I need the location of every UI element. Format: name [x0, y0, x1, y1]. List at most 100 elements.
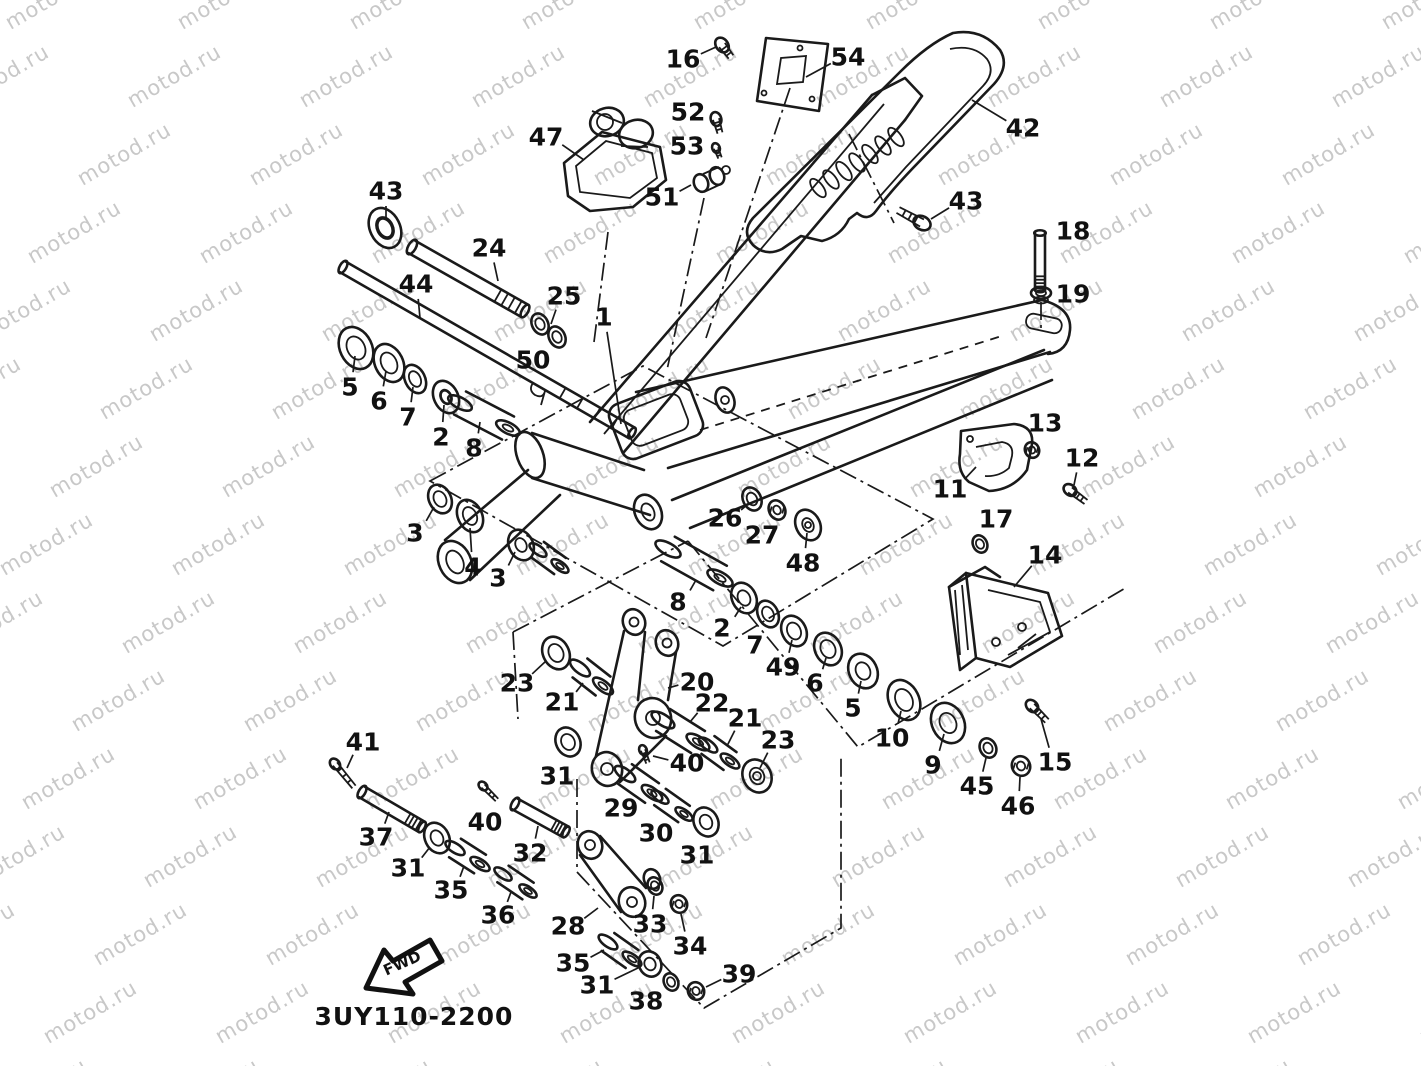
part-callout-43: 43 [930, 187, 984, 220]
part-number: 31 [580, 971, 615, 1000]
part-number: 4 [464, 553, 481, 582]
part-number: 28 [551, 912, 586, 941]
part-number: 8 [669, 588, 686, 617]
part-callout-32: 32 [513, 825, 548, 868]
part-callout-17: 17 [979, 505, 1014, 534]
part-callout-54: 54 [805, 43, 866, 78]
part-callout-20: 20 [667, 668, 715, 697]
part-callout-42: 42 [971, 99, 1041, 143]
small-parts [328, 36, 1089, 1002]
part-callout-6: 6 [370, 370, 388, 416]
part-callout-29: 29 [604, 794, 639, 823]
part-callout-44: 44 [399, 270, 434, 319]
part-number: 26 [708, 504, 743, 533]
part-number: 42 [1006, 114, 1041, 143]
chain-tensioner-bracket [958, 422, 1034, 493]
part-number: 27 [745, 521, 780, 550]
part-callout-24: 24 [472, 234, 507, 282]
part-number: 44 [399, 270, 434, 299]
part-callout-7: 7 [746, 631, 763, 660]
part-callout-16: 16 [666, 45, 717, 74]
part-number: 12 [1065, 444, 1100, 473]
shock-mount-bracket [562, 106, 668, 213]
part-callout-23: 23 [759, 726, 796, 769]
part-number: 23 [761, 726, 796, 755]
part-callout-11: 11 [933, 466, 977, 504]
part-number: 3 [489, 564, 506, 593]
part-number: 7 [746, 631, 763, 660]
part-number: 43 [369, 177, 404, 206]
part-number: 16 [666, 45, 701, 74]
part-number: 8 [465, 434, 482, 463]
part-number: 32 [513, 839, 548, 868]
part-callout-40: 40 [652, 749, 705, 778]
swingarm-body [436, 76, 1072, 585]
part-number: 33 [633, 910, 668, 939]
part-callout-39: 39 [705, 960, 757, 989]
part-callout-41: 41 [346, 728, 381, 769]
part-callout-8: 8 [465, 421, 483, 463]
part-callout-6: 6 [806, 657, 827, 698]
part-callout-3: 3 [406, 506, 435, 548]
relay-arm [590, 607, 680, 788]
part-number: 52 [671, 98, 706, 127]
part-callout-21: 21 [726, 704, 762, 747]
part-callout-31: 31 [580, 966, 641, 1000]
part-number: 11 [933, 475, 968, 504]
part-callout-10: 10 [875, 710, 909, 753]
part-number: 31 [540, 762, 575, 791]
part-callout-18: 18 [1056, 217, 1091, 246]
part-callout-5: 5 [341, 355, 359, 402]
chain-guard [745, 30, 1006, 254]
part-callout-5: 5 [844, 680, 862, 723]
part-number: 24 [472, 234, 507, 263]
part-number: 37 [359, 823, 394, 852]
part-callout-36: 36 [481, 891, 515, 930]
part-number: 19 [1056, 280, 1091, 309]
part-number: 2 [432, 423, 449, 452]
part-callout-34: 34 [673, 913, 707, 961]
part-number: 23 [500, 669, 535, 698]
part-number: 39 [722, 960, 757, 989]
part-callout-19: 19 [1056, 280, 1091, 309]
part-number: 38 [629, 987, 664, 1016]
part-callout-2: 2 [432, 404, 450, 452]
part-callout-23: 23 [500, 660, 547, 698]
part-callout-43: 43 [369, 177, 404, 219]
part-callout-7: 7 [399, 386, 417, 432]
part-callout-38: 38 [629, 987, 664, 1016]
part-callout-31: 31 [680, 841, 715, 870]
part-number: 15 [1038, 748, 1073, 777]
part-number: 41 [346, 728, 381, 757]
grease-fitting [692, 165, 731, 194]
part-callout-33: 33 [633, 895, 668, 939]
part-callout-27: 27 [745, 521, 780, 550]
part-number: 3 [406, 519, 423, 548]
part-number: 5 [844, 694, 861, 723]
part-number: 17 [979, 505, 1014, 534]
part-callout-2: 2 [713, 606, 742, 643]
part-callout-28: 28 [551, 907, 599, 941]
fwd-arrow: FWD [363, 937, 445, 997]
part-number: 18 [1056, 217, 1091, 246]
part-number: 1 [595, 303, 612, 332]
part-number: 46 [1001, 792, 1036, 821]
part-number: 51 [645, 183, 680, 212]
mud-plate [755, 36, 830, 113]
part-number: 40 [670, 749, 705, 778]
part-callout-37: 37 [359, 811, 394, 852]
part-callout-30: 30 [639, 819, 674, 848]
part-number: 30 [639, 819, 674, 848]
part-number: 13 [1028, 409, 1063, 438]
part-callout-49: 49 [766, 639, 800, 682]
part-number: 40 [468, 808, 503, 837]
part-callout-26: 26 [708, 502, 750, 533]
part-number: 31 [680, 841, 715, 870]
part-number: 20 [680, 668, 715, 697]
part-number: 54 [831, 43, 866, 72]
part-callout-22: 22 [689, 689, 729, 723]
part-callout-1: 1 [595, 303, 622, 425]
part-number: 43 [949, 187, 984, 216]
diagram-code: 3UY110-2200 [315, 1002, 514, 1031]
